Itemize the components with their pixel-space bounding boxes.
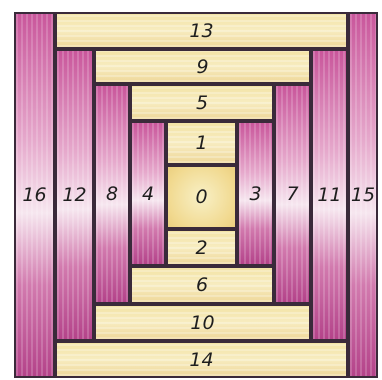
strip-6: 6 [130,266,274,304]
strip-13-label: 13 [189,20,213,42]
strip-10-label: 10 [190,312,214,334]
strip-1: 1 [166,121,237,165]
strip-3-label: 3 [249,183,261,205]
strip-4: 4 [130,121,166,266]
strip-15: 15 [348,12,378,378]
strip-12: 12 [55,49,94,341]
strip-15-label: 15 [351,184,375,206]
strip-16-label: 16 [22,184,46,206]
strip-14-label: 14 [189,349,213,371]
strip-9-label: 9 [196,56,208,78]
strip-0-center: 0 [166,165,237,229]
strip-6-label: 6 [196,274,208,296]
strip-9: 9 [94,49,311,84]
strip-10: 10 [94,304,311,341]
strip-4-label: 4 [142,183,154,205]
strip-11: 11 [311,49,348,341]
strip-7: 7 [274,84,311,304]
strip-12-label: 12 [62,184,86,206]
strip-16: 16 [14,12,55,378]
strip-8: 8 [94,84,130,304]
strip-11-label: 11 [317,184,341,206]
strip-1-label: 1 [195,132,207,154]
strip-2-label: 2 [195,237,207,259]
strip-8-label: 8 [106,183,118,205]
strip-7-label: 7 [286,183,298,205]
strip-5-label: 5 [196,92,208,114]
strip-3: 3 [237,121,274,266]
strip-0-label: 0 [195,186,207,208]
strip-14: 14 [55,341,348,378]
strip-13: 13 [55,12,348,49]
strip-2: 2 [166,229,237,266]
strip-5: 5 [130,84,274,121]
